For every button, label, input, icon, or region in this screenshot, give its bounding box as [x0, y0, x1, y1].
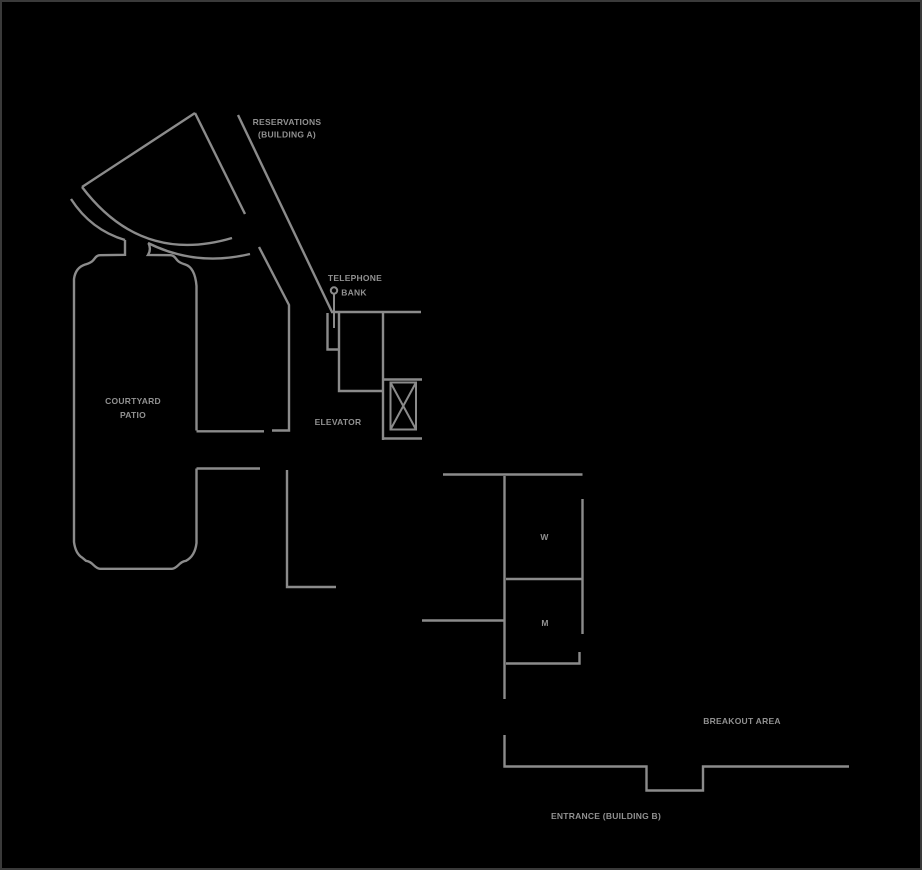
walkway-outer-arc-right	[147, 241, 251, 260]
reservations-corridor-walls	[236, 114, 334, 432]
breakout-perimeter-walls	[503, 735, 849, 792]
courtyard-patio-outline	[72, 240, 198, 570]
label-entrance: ENTRANCE (BUILDING B)	[551, 811, 661, 821]
labels: RESERVATIONS (BUILDING A) TELEPHONE BANK…	[105, 117, 781, 821]
south-perimeter-wall	[503, 735, 849, 792]
restroom-walls	[422, 473, 584, 699]
patio-outline-main	[72, 240, 198, 570]
fan-right-edge	[193, 112, 247, 215]
elevator-lobby-walls	[331, 310, 421, 440]
corridor-left-wall	[257, 246, 291, 432]
telephone-marker-icon	[329, 286, 339, 295]
south-room-l-wall	[285, 470, 336, 589]
fan-room-walls	[81, 111, 247, 247]
label-restroom-men: M	[541, 618, 548, 628]
label-patio: PATIO	[120, 410, 146, 420]
curved-walkway-walls	[69, 198, 251, 260]
label-courtyard: COURTYARD	[105, 396, 161, 406]
elevator-icon	[389, 381, 417, 431]
walkway-outer-arc-left	[69, 198, 126, 242]
fan-bottom-arc	[81, 186, 233, 247]
patio-corridor-walls	[196, 430, 264, 470]
telephone-bank	[326, 286, 339, 351]
patio-outline-upper-right	[145, 242, 198, 431]
label-elevator: ELEVATOR	[315, 417, 362, 427]
south-room-walls	[285, 470, 336, 589]
label-reservations: RESERVATIONS	[253, 117, 322, 127]
label-breakout-area: BREAKOUT AREA	[703, 716, 781, 726]
telephone-booth-walls	[326, 313, 339, 351]
corridor-right-wall	[236, 114, 334, 313]
restroom-south-wall	[506, 652, 581, 665]
lobby-inner-wall	[337, 313, 383, 393]
elevator-shaft	[383, 378, 422, 440]
label-telephone: TELEPHONE	[328, 273, 382, 283]
fan-left-edge	[81, 111, 196, 189]
label-telephone-bank: BANK	[341, 288, 367, 298]
label-restroom-women: W	[540, 532, 549, 542]
label-reservations-building: (BUILDING A)	[258, 130, 316, 140]
